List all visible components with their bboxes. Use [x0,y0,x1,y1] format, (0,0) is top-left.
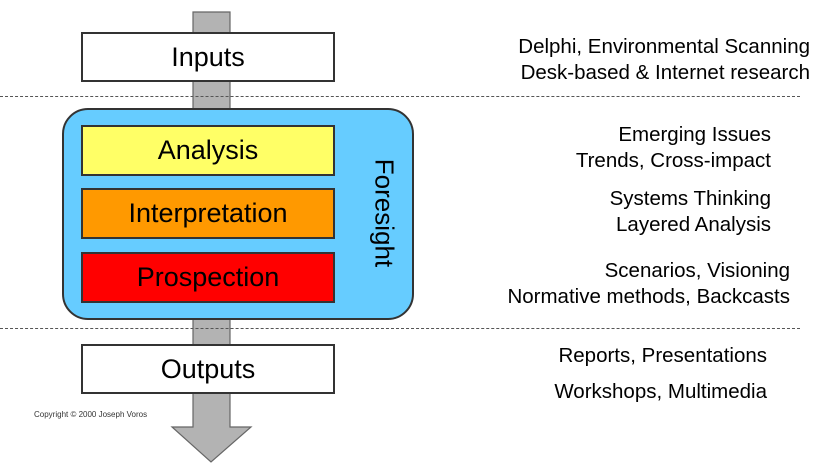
analysis-notes: Emerging Issues Trends, Cross-impact [576,122,771,174]
interpretation-box: Interpretation [81,188,335,239]
outputs-note-1-wrap: Reports, Presentations [558,343,767,369]
inputs-notes: Delphi, Environmental Scanning Desk-base… [518,34,810,86]
prospection-note-1: Scenarios, Visioning [604,259,790,282]
foresight-label: Foresight [369,158,400,268]
analysis-note-1: Emerging Issues [618,123,771,146]
copyright-text: Copyright © 2000 Joseph Voros [34,410,148,419]
interpretation-notes: Systems Thinking Layered Analysis [610,186,771,238]
separator-top [0,96,800,97]
analysis-note-2: Trends, Cross-impact [575,149,771,172]
interpretation-note-2: Layered Analysis [616,213,771,236]
prospection-box: Prospection [81,252,335,303]
inputs-box: Inputs [81,32,335,82]
prospection-note-2: Normative methods, Backcasts [507,285,790,308]
inputs-label: Inputs [171,41,245,72]
outputs-note-2: Workshops, Multimedia [554,380,767,403]
outputs-note-1: Reports, Presentations [558,344,767,367]
interpretation-note-1: Systems Thinking [609,187,771,210]
interpretation-label: Interpretation [128,198,288,228]
outputs-label: Outputs [160,353,256,384]
analysis-box: Analysis [81,125,335,176]
outputs-note-2-wrap: Workshops, Multimedia [554,379,767,405]
outputs-box: Outputs [81,344,335,394]
analysis-label: Analysis [157,135,259,165]
inputs-note-2: Desk-based & Internet research [520,61,810,84]
prospection-label: Prospection [136,262,280,292]
inputs-note-1: Delphi, Environmental Scanning [518,35,810,58]
separator-bottom [0,328,800,329]
prospection-notes: Scenarios, Visioning Normative methods, … [507,258,790,310]
